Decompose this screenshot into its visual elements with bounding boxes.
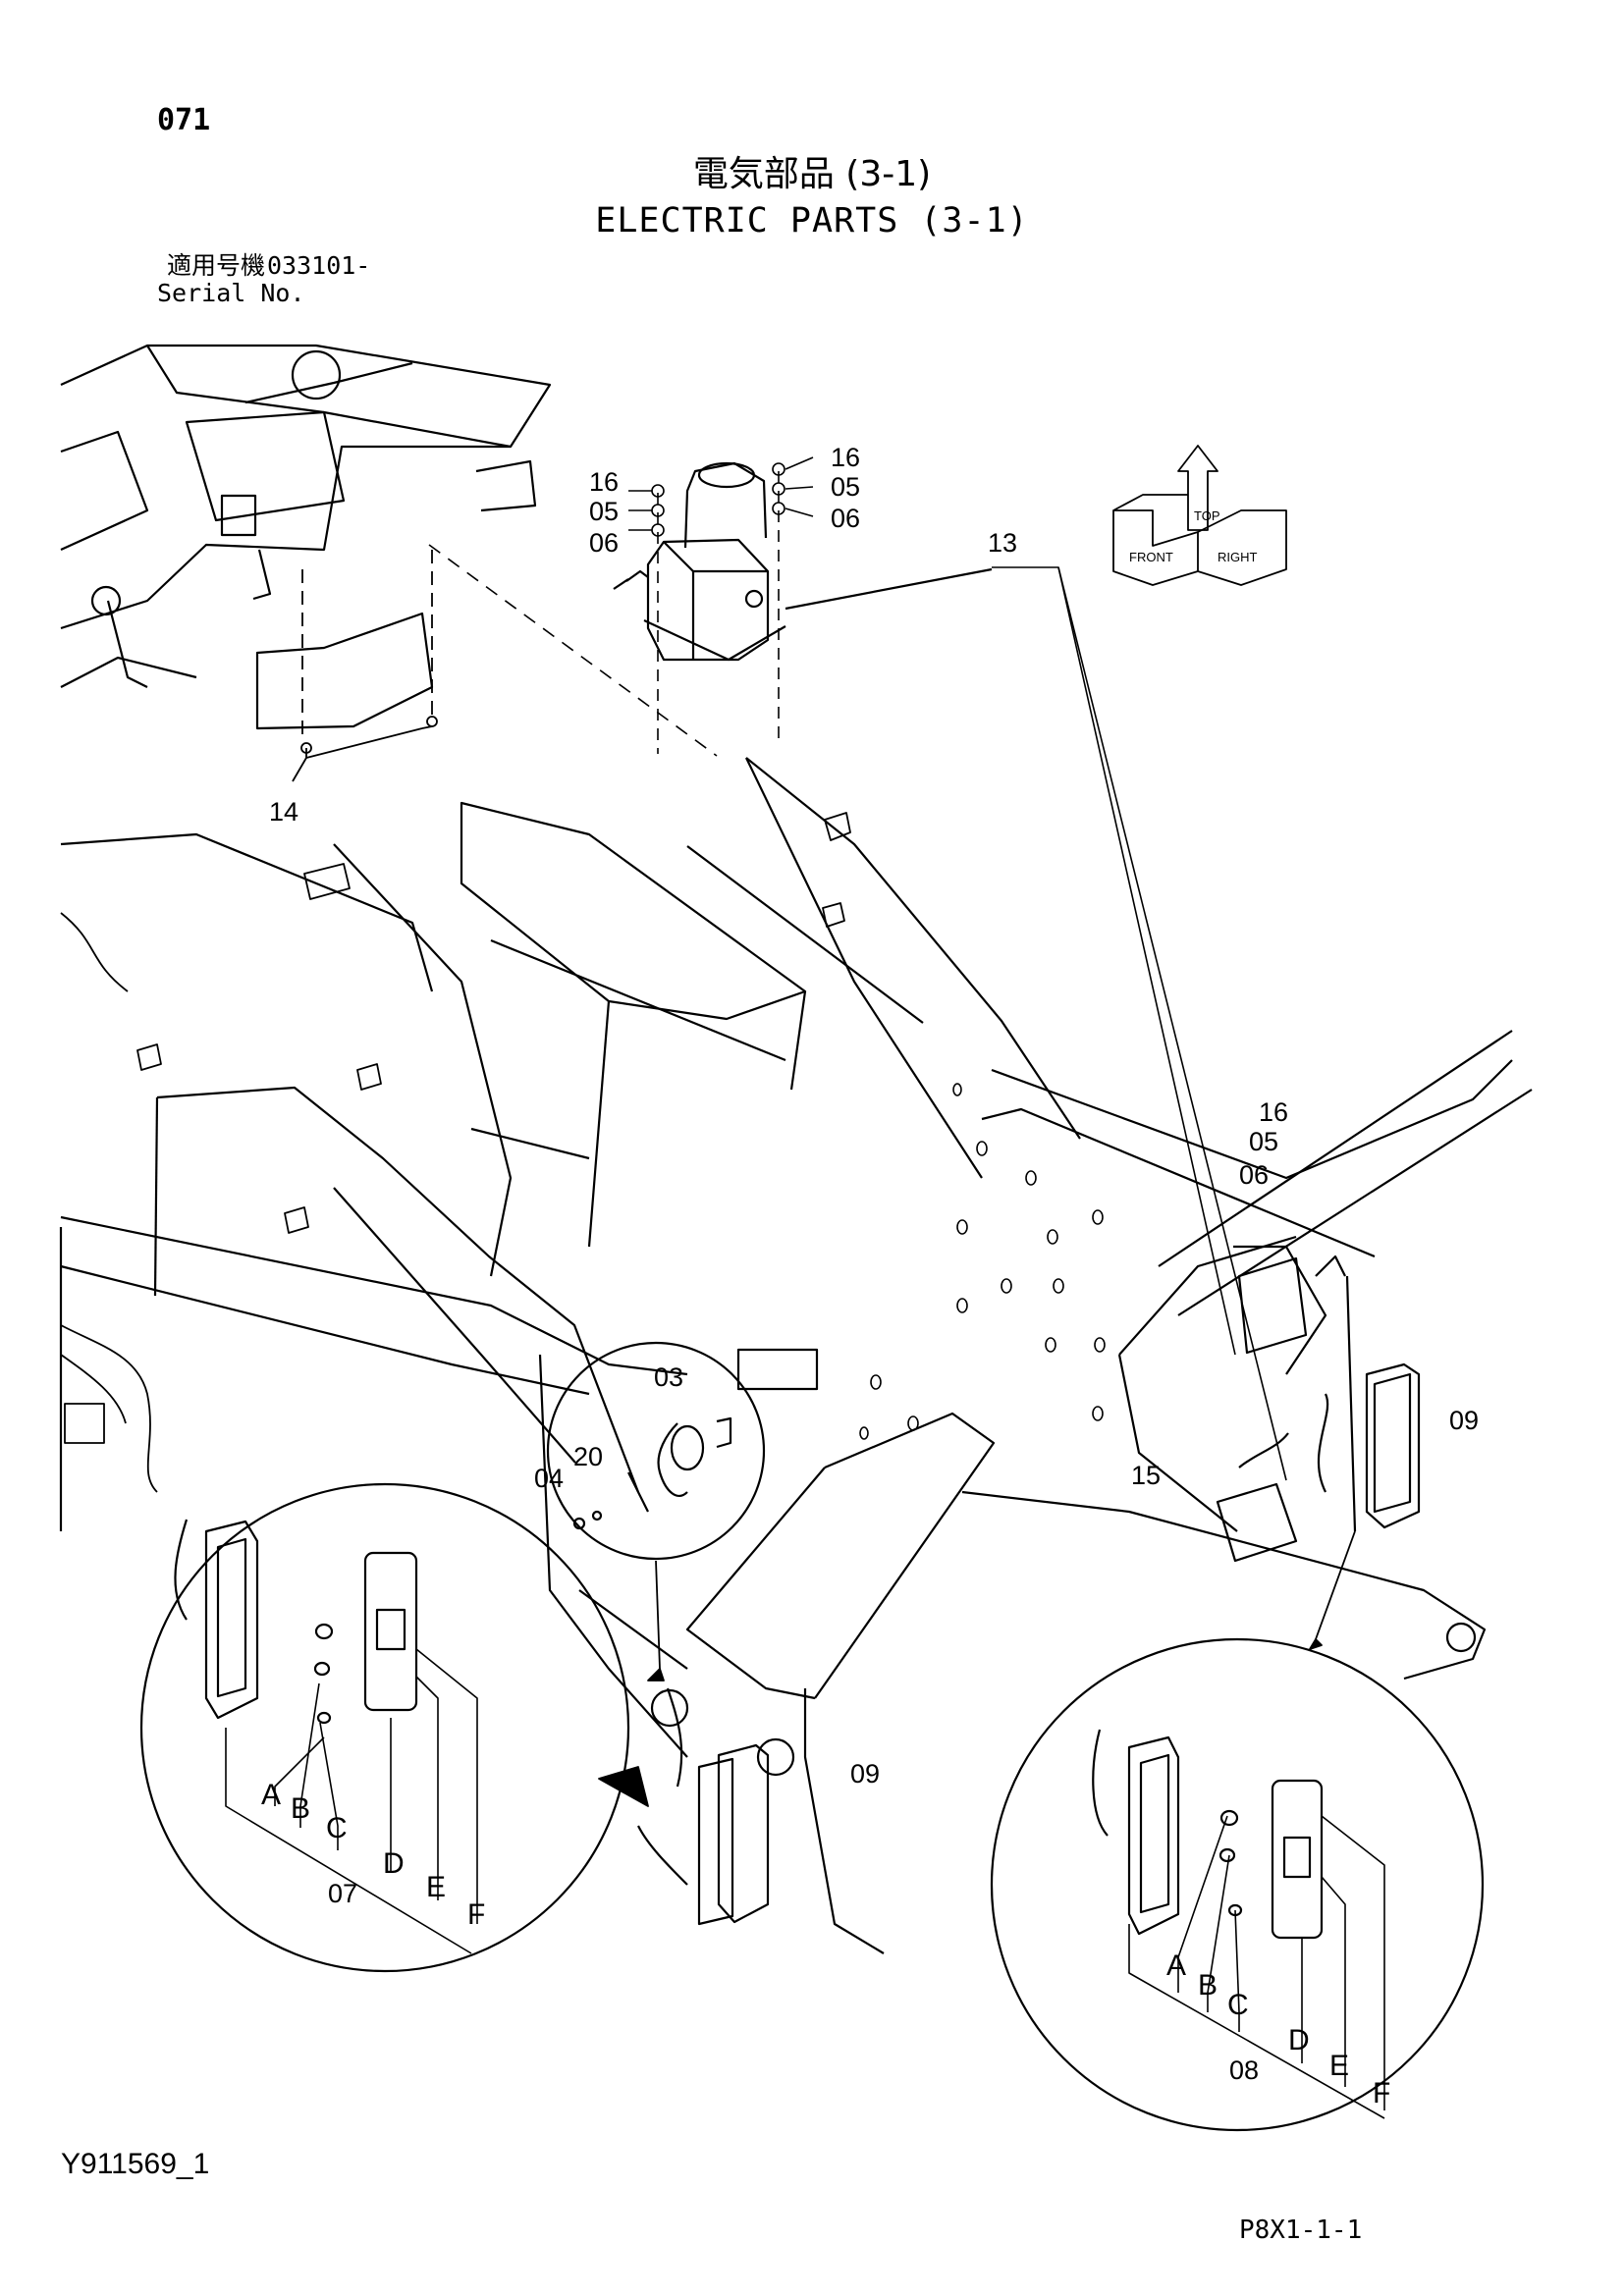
lamp-07-label-c: C: [326, 1812, 348, 1844]
orientation-icon: [1112, 445, 1287, 586]
callout-16-a: 16: [589, 467, 619, 497]
callout-16-c: 16: [1259, 1097, 1288, 1127]
title-japanese: 電気部品 (3-1): [692, 154, 932, 194]
right-light-assembly: [1216, 1255, 1421, 1563]
serial-number-value: 033101-: [267, 251, 371, 280]
callout-03: 03: [654, 1362, 683, 1392]
lamp-07-label-f: F: [467, 1898, 485, 1931]
callout-09-a: 09: [1449, 1406, 1479, 1435]
page-number: 071: [157, 103, 211, 137]
machine-frame: [59, 757, 1533, 1954]
left-harness: [60, 912, 158, 1493]
callout-06-c: 06: [1239, 1160, 1269, 1190]
lamp-07-label-d: D: [383, 1847, 405, 1880]
callout-14: 14: [269, 797, 298, 827]
console-assembly: [60, 344, 552, 730]
lamp-08-label-e: E: [1329, 2050, 1349, 2082]
bolt-callout-14: [292, 550, 438, 782]
detail-circle-lamp-07: [139, 1482, 630, 1973]
callout-08: 08: [1229, 2056, 1259, 2085]
callout-05-b: 05: [831, 472, 860, 502]
detail-pointers: [598, 1530, 1356, 1807]
callout-06-a: 06: [589, 528, 619, 558]
lamp-07-label-a: A: [261, 1779, 281, 1811]
lamp-08-label-c: C: [1227, 1989, 1249, 2021]
orientation-right-label: RIGHT: [1218, 550, 1258, 564]
callout-13: 13: [988, 528, 1017, 558]
callout-09-b: 09: [850, 1759, 880, 1789]
callout-05-c: 05: [1249, 1127, 1278, 1156]
lamp-08-label-b: B: [1198, 1969, 1218, 2002]
callout-20: 20: [573, 1442, 603, 1471]
lamp-08-label-f: F: [1373, 2077, 1390, 2109]
frame-clips: [136, 812, 851, 1234]
title-english: ELECTRIC PARTS (3-1): [595, 201, 1029, 240]
callout-line-13: [992, 566, 1287, 1481]
page-code: P8X1-1-1: [1239, 2216, 1363, 2245]
drawing-code: Y911569_1: [61, 2148, 210, 2180]
rotating-beacon-13: [613, 461, 993, 662]
lamp-07-label-e: E: [426, 1871, 446, 1903]
lamp-08-callout-lines: [1128, 1815, 1385, 2119]
left-combination-lamp-09: [637, 1687, 795, 1926]
detail-circle-lamp-08: [990, 1637, 1485, 2132]
serial-label-japanese: 適用号機: [167, 251, 266, 280]
orientation-top-label: TOP: [1194, 508, 1220, 523]
callout-labels: 16 05 06 16 05 06 13 14 16 05 06 03 04 2…: [261, 443, 1479, 2109]
frame-holes: [859, 1083, 1106, 1440]
beacon-bolt-lines: [428, 456, 814, 757]
callout-05-a: 05: [589, 497, 619, 526]
callout-06-b: 06: [831, 504, 860, 533]
orientation-front-label: FRONT: [1129, 550, 1173, 564]
callout-04: 04: [534, 1464, 564, 1493]
lamp-07-label-b: B: [291, 1792, 310, 1825]
callout-16-b: 16: [831, 443, 860, 472]
detail-circle-horn: [546, 1341, 766, 1561]
callout-07: 07: [328, 1879, 357, 1908]
serial-label-english: Serial No.: [157, 279, 305, 307]
lamp-08-label-a: A: [1166, 1949, 1186, 1982]
lamp-08-label-d: D: [1288, 2024, 1310, 2056]
lamp-07-callout-lines: [225, 1648, 478, 1954]
callout-15: 15: [1131, 1461, 1161, 1490]
